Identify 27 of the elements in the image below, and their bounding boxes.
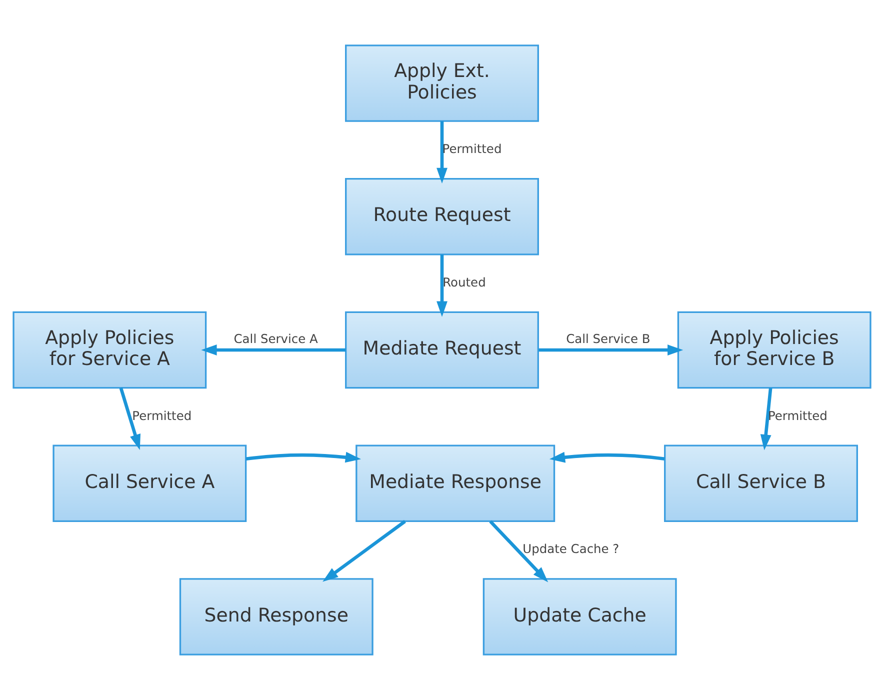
edge-label: Permitted [767, 408, 827, 422]
arrow [548, 451, 664, 462]
arrow [245, 451, 361, 462]
arrow [436, 120, 447, 183]
node-box: Apply Policies for Service B [676, 310, 871, 388]
node-box: Send Response [178, 578, 373, 655]
arrow [322, 520, 406, 582]
arrow [436, 254, 447, 316]
edge-label: Call Service B [566, 332, 650, 346]
node-box: Call Service A [52, 444, 246, 522]
arrow [118, 387, 140, 450]
node-box: Apply Policies for Service A [12, 310, 206, 388]
arrow [200, 344, 346, 355]
arrow [488, 520, 548, 582]
arrow [538, 344, 683, 355]
node-box: Mediate Request [344, 310, 538, 388]
node-box: Call Service B [664, 444, 858, 522]
node-box: Apply Ext. Policies [344, 44, 538, 122]
edge-label: Permitted [132, 408, 192, 422]
node-box: Mediate Response [355, 444, 555, 522]
arrow [760, 387, 772, 450]
edge-label: Call Service A [233, 332, 318, 346]
node-box: Update Cache [482, 578, 676, 655]
edge-label: Routed [442, 274, 486, 289]
edge-label: Permitted [442, 142, 502, 156]
edge-label: Update Cache ? [522, 542, 619, 556]
node-box: Route Request [344, 178, 538, 255]
